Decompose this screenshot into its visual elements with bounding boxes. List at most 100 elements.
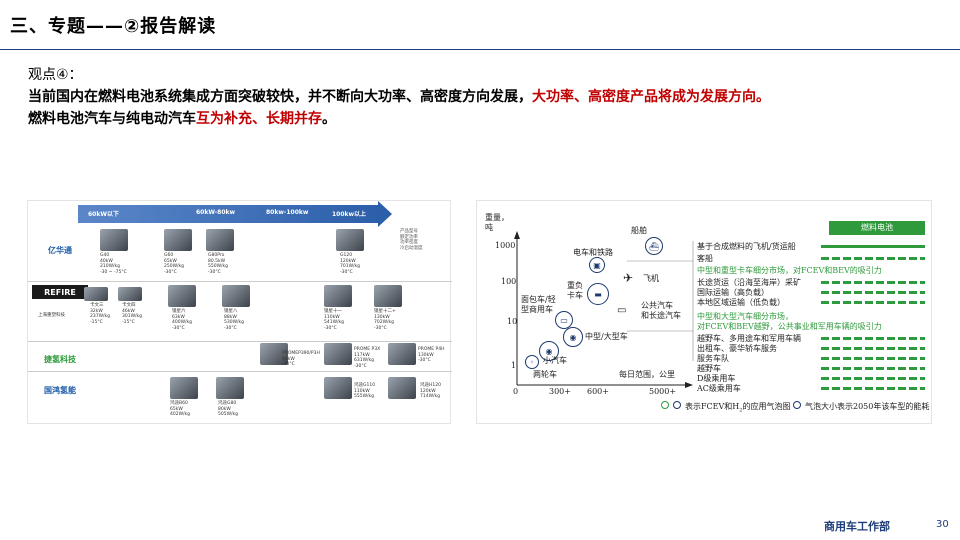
plane-icon: ✈ [623,271,634,285]
product-spec: G120 120kW 701W/kg -30°C [340,253,361,275]
train-bubble-icon: ▣ [589,257,605,273]
fcev-bubble-figure: 重量， 吨 1000 100 10 1 0 300+ 600+ 5000+ 每日… [476,200,932,424]
application-label: AC级乘用车 [697,384,741,393]
product-image [118,287,142,301]
bubble-label: 重负 卡车 [567,281,583,300]
product-image [168,285,196,307]
row-divider [28,341,452,342]
bubble-label: 飞机 [643,274,659,283]
viewpoint-line-1-highlight: 大功率、高密度产品将成为发展方向。 [532,89,770,105]
product-spec: 镜星八 88kW 530W/kg -30°C [224,309,245,331]
product-image [170,377,198,399]
van-bubble-icon: ▭ [555,311,573,329]
product-image [164,229,192,251]
legend-circle-icon [793,401,801,409]
power-range-arrow [78,205,378,223]
product-image [324,285,352,307]
x-tick: 300+ [549,387,571,396]
power-range-label: 100kw以上 [332,211,367,218]
viewpoint-block: 观点④： 当前国内在燃料电池系统集成方面突破较快，并不断向大功率、高密度方向发展… [28,64,770,130]
company-subtitle: 上海重塑科技 [38,313,65,318]
product-image [84,287,108,301]
company-logo: 国鸿氢能 [44,385,76,395]
application-label: 本地区域运输（低负载） [697,298,785,307]
product-spec: 鸿途B60 65kW 402W/kg [170,401,191,417]
spec-legend-note: 产品型号 额定功率 功率密度 冷启动温度 [400,229,423,251]
application-bar [821,377,925,380]
viewpoint-label: 观点④： [28,67,83,83]
y-tick: 1000 [495,241,516,250]
y-tick: 100 [501,277,517,286]
viewpoint-line-2-text: 燃料电池汽车与纯电动汽车 [28,111,196,127]
application-label: 国际运输（高负载） [697,288,769,297]
product-spec: 镜星十二+ 130kW 702W/kg -30°C [374,309,396,331]
application-bar [821,281,925,284]
product-spec: PROMEP390/P3H 92kW -30°C [282,351,320,367]
page-title: 三、专题——②报告解读 [10,16,217,37]
product-spec: 镜星六 63kW 400W/kg -30°C [172,309,193,331]
product-spec: 卡文四 46kW 301W/kg -15°C [122,303,143,325]
application-bar [821,257,925,260]
y-tick: 10 [507,317,518,326]
application-label: 中型和重型卡车细分市场，对FCEV和BEV的吸引力 [697,266,882,275]
application-label: 基于合成燃料的飞机/货运船 [697,242,796,251]
company-logo: 亿华通 [48,245,72,255]
application-label: 长途货运（沿海至海岸）采矿 [697,278,801,287]
product-spec: 镜星十一 110kW 541W/kg -30°C [324,309,345,331]
x-tick: 600+ [587,387,609,396]
bubble-label: 小汽车 [543,356,567,365]
product-spec: G40 40kW 210W/kg -30 ~ -75°C [100,253,127,275]
product-image [374,285,402,307]
fuel-cell-legend-header: 燃料电池 [829,221,925,235]
bubble-label: 两轮车 [533,370,557,379]
row-divider [28,281,452,282]
product-image [324,377,352,399]
application-bar [821,245,925,248]
bubble-label: 面包车/轻 型商用车 [521,295,556,314]
product-image [388,377,416,399]
bubble-chart-axes [514,231,694,388]
legend-circle-icon [673,401,681,409]
application-label: 客船 [697,254,713,263]
application-bar [821,387,925,390]
y-tick: 1 [511,361,517,370]
viewpoint-line-1: 当前国内在燃料电池系统集成方面突破较快，并不断向大功率、高密度方向发展，大功率、… [28,86,770,108]
application-bar [821,301,925,304]
product-spec: 卡文三 32kW 237W/kg -15°C [90,303,111,325]
footer-brand: 商用车工作部 [824,520,890,533]
legend-note: 气泡大小表示2050年该车型的能耗 [805,402,930,411]
application-bar [821,347,925,350]
power-range-label: 80kw-100kw [266,209,309,216]
legend-circle-icon [661,401,669,409]
product-image [388,343,416,365]
bubble-label: 中型/大型车 [585,332,628,341]
application-label: 越野车、多用途车和军用车辆 [697,334,801,343]
truck-bubble-icon: ▬ [587,283,609,305]
application-label: 出租车、豪华轿车服务 [697,344,777,353]
bubble-label: 船舶 [631,226,647,235]
legend-note-text: 的应用气泡图 [742,402,791,411]
product-image [216,377,244,399]
product-spec: 鸿途H120 120kW 714W/kg [420,383,441,399]
application-bar [821,337,925,340]
product-image [100,229,128,251]
product-spec: 鸿途G80 80kW 505W/kg [218,401,239,417]
product-spec: PROME P4H 130kW -30°C [418,347,445,363]
application-bar [821,367,925,370]
product-spec: G80Pro 80.5kW 550W/kg -30°C [208,253,229,275]
bubble-label: 公共汽车 和长途汽车 [641,301,681,320]
application-bar [821,357,925,360]
application-bar [821,291,925,294]
bike-bubble-icon: ◦ [525,355,539,369]
viewpoint-line-2-end: 。 [322,111,336,127]
legend-note-subscript: 2 [739,407,743,414]
viewpoint-line-2-highlight: 互为补充、长期并存 [196,111,322,127]
company-logo: 捷氢科技 [44,354,76,364]
row-divider [28,371,452,372]
application-label: D级乘用车 [697,374,736,383]
product-spec: G60 65kW 250W/kg -30°C [164,253,185,275]
viewpoint-line-1-text: 当前国内在燃料电池系统集成方面突破较快，并不断向大功率、高密度方向发展， [28,89,532,105]
power-range-label: 60kW以下 [88,211,119,218]
x-tick: 0 [513,387,519,396]
product-image [222,285,250,307]
